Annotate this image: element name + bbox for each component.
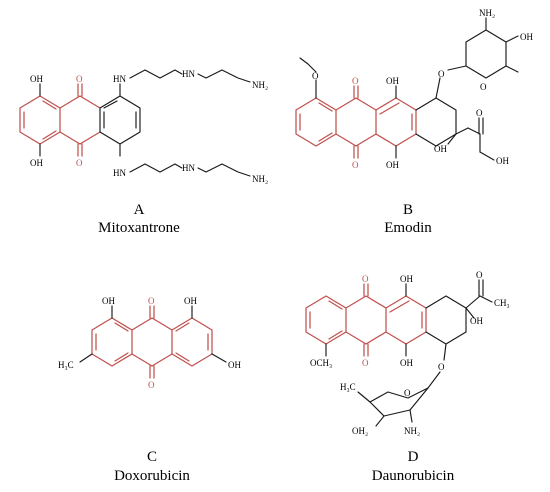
panel-c-letter: C: [147, 449, 157, 465]
panel-a-hn-3: HN: [113, 168, 126, 178]
panel-a-letter: A: [134, 202, 145, 218]
panel-b-name: Emodin: [384, 220, 432, 236]
panel-d-name: Daunorubicin: [372, 468, 455, 484]
panel-b-nh2: NH₂: [479, 8, 495, 18]
panel-b-o-keto: O: [476, 108, 483, 118]
panel-a-structure: OH OH O O HN HN HN HN NH₂ NH₂: [19, 69, 268, 184]
panel-c-o-bottom: O: [148, 380, 155, 390]
panel-d-letter: D: [408, 449, 419, 465]
panel-b-o-bottom: O: [352, 160, 359, 170]
panel-d-o-keto: O: [476, 270, 483, 280]
panel-c-name: Doxorubicin: [114, 468, 190, 484]
panel-d-methoxy: OCH₃: [310, 358, 332, 368]
panel-a-o-bottom: O: [76, 158, 83, 168]
panel-a-oh-bottom: OH: [30, 158, 43, 168]
panel-d-oh-bottom: OH: [400, 358, 413, 368]
panel-b-oh-sugar: OH: [520, 32, 533, 42]
panel-b-o-ring: O: [480, 82, 487, 92]
panel-c-methyl: H₃C: [58, 360, 74, 370]
panel-d-nh2: NH₂: [404, 426, 420, 436]
panel-a-hn-1: HN: [113, 74, 126, 84]
panel-b-oh-top: OH: [386, 76, 399, 86]
panel-a-hn-2: HN: [182, 69, 195, 79]
panel-d-oh-top: OH: [400, 274, 413, 284]
panel-c-structure: OH OH OH O O H₃C: [58, 296, 241, 390]
panel-b-letter: B: [403, 202, 413, 218]
panel-d-structure: OH OH O O OCH₃ O CH₃ OH O O H₃C OH₂ NH₂: [305, 270, 510, 436]
panel-d-oh-c9: OH: [470, 316, 483, 326]
panel-a-hn-4: HN: [182, 163, 195, 173]
panel-a-nh2-top: NH₂: [252, 80, 268, 90]
panel-d-o-top: O: [362, 274, 369, 284]
panel-b-o-methoxy: O: [312, 71, 319, 81]
panel-d-o-ring: O: [404, 388, 411, 398]
panel-b-o-link: O: [438, 69, 445, 79]
panel-c-oh-lower: OH: [228, 360, 241, 370]
panel-b-oh-c9: OH: [434, 144, 447, 154]
panel-b-oh-bottom: OH: [386, 160, 399, 170]
panel-c-o-top: O: [148, 296, 155, 306]
panel-b-structure: NH₂ OH O O O O O OH OH OH O OH: [295, 8, 533, 170]
panel-b-oh-terminal: OH: [496, 156, 509, 166]
panel-d-ch3: CH₃: [494, 298, 510, 308]
panel-c-oh-right: OH: [184, 296, 197, 306]
panel-d-methyl: H₃C: [340, 382, 356, 392]
panel-b-o-top: O: [352, 76, 359, 86]
panel-d-o-bottom: O: [362, 358, 369, 368]
panel-c-oh-left: OH: [102, 296, 115, 306]
panel-d-oh-sugar: OH₂: [352, 426, 368, 436]
panel-a-o-top: O: [76, 74, 83, 84]
panel-a-name: Mitoxantrone: [98, 220, 180, 236]
panel-a-nh2-bottom: NH₂: [252, 174, 268, 184]
panel-d-o-link: O: [438, 362, 445, 372]
panel-a-oh-top: OH: [30, 74, 43, 84]
